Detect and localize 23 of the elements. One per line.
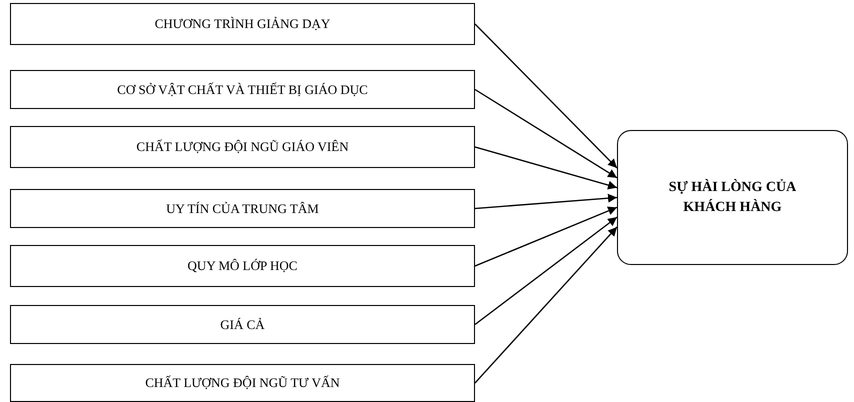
factor-box [10,126,475,168]
arrow [474,216,618,326]
arrow [474,146,618,190]
factor-box [10,364,475,402]
box-label: CHƯƠNG TRÌNH GIẢNG DẠY [154,16,330,32]
box-label: GIÁ CẢ [220,316,265,332]
box-label: CHẤT LƯỢNG ĐỘI NGŨ GIÁO VIÊN [136,139,349,155]
arrow [474,24,618,168]
factor-box [10,70,475,109]
outcome-box [617,130,848,265]
box-label: CƠ SỞ VẬT CHẤT VÀ THIẾT BỊ GIÁO DỤC [117,82,368,98]
box-label: CHẤT LƯỢNG ĐỘI NGŨ TƯ VẤN [145,375,340,391]
arrow [474,88,618,178]
factor-box [10,305,475,344]
factor-box [10,245,475,287]
box-label: UY TÍN CỦA TRUNG TÂM [166,200,319,216]
arrow [474,226,618,384]
factor-box [10,189,475,228]
arrow [474,206,618,267]
factor-box [10,3,475,45]
box-label: QUY MÔ LỚP HỌC [188,258,298,274]
arrow [474,194,618,210]
box-label: SỰ HÀI LÒNG CỦA KHÁCH HÀNG [668,178,798,216]
